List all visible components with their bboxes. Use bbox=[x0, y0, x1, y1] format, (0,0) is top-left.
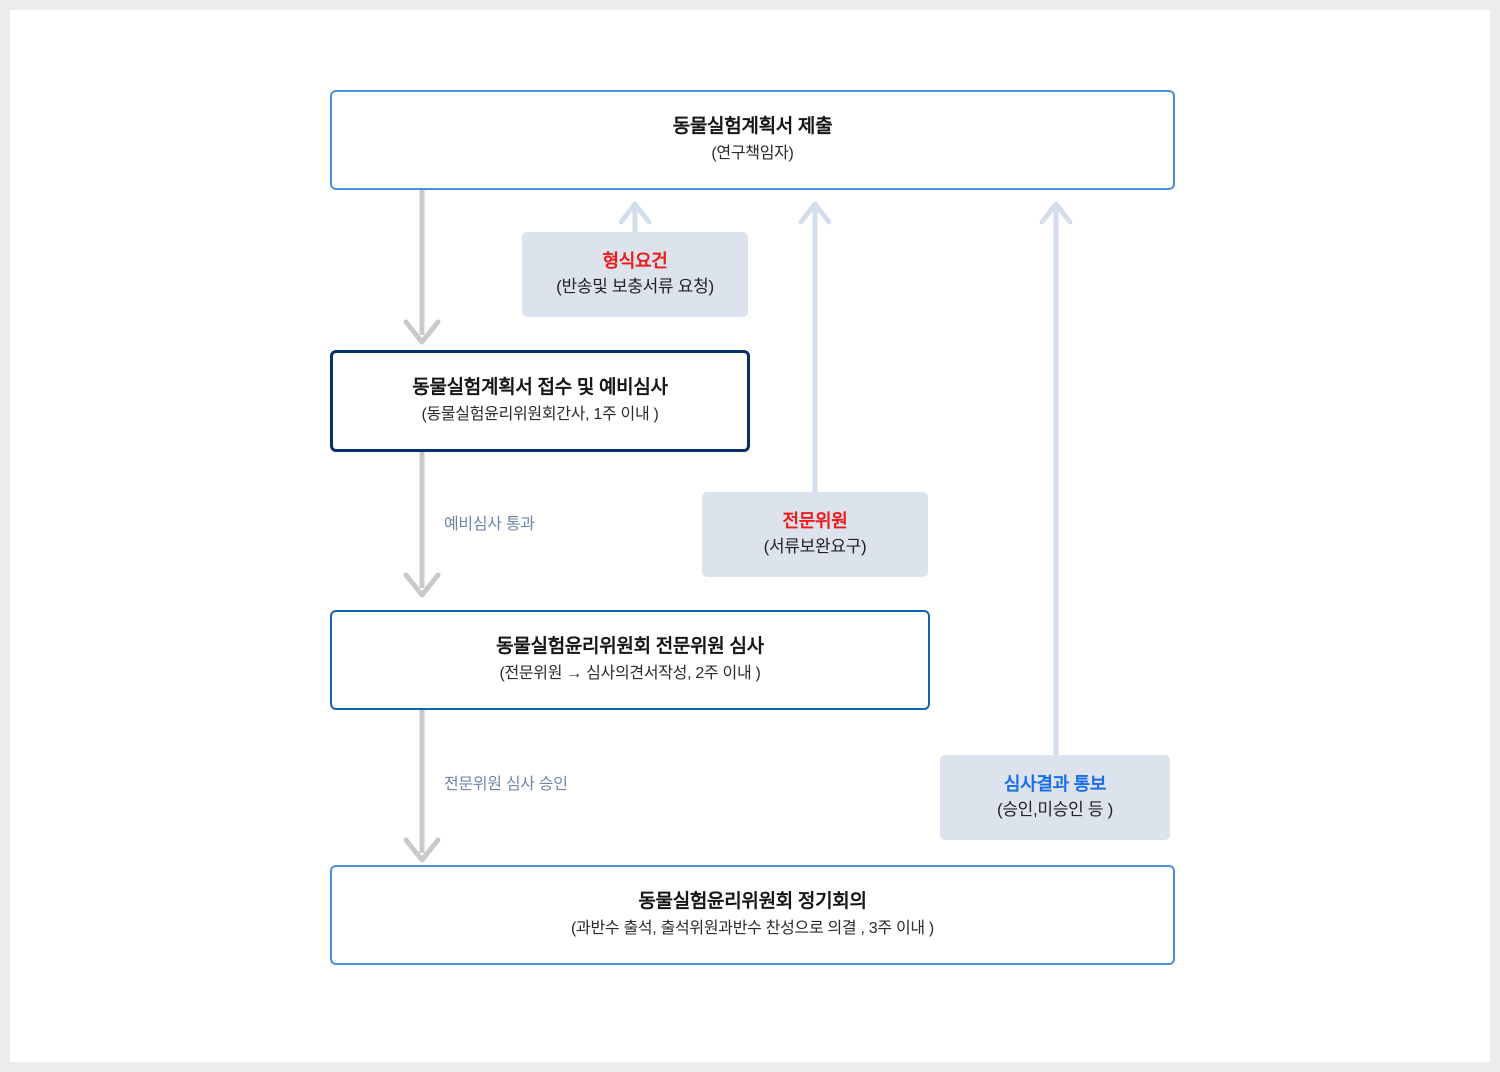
arrow-submit-to-receipt bbox=[403, 190, 441, 345]
node-expert-review[interactable]: 동물실험윤리위원회 전문위원 심사 (전문위원 → 심사의견서작성, 2주 이내… bbox=[330, 610, 930, 710]
node-submit-title: 동물실험계획서 제출 bbox=[672, 115, 833, 137]
note-review-result[interactable]: 심사결과 통보 (승인,미승인 등 ) bbox=[940, 755, 1170, 840]
note-review-result-subtitle: (승인,미승인 등 ) bbox=[996, 800, 1114, 820]
node-receipt-subtitle: (동물실험윤리위원회간사, 1주 이내 ) bbox=[421, 406, 659, 424]
note-expert-supplement[interactable]: 전문위원 (서류보완요구) bbox=[702, 492, 928, 577]
arrow-result-note-to-submit bbox=[1039, 201, 1073, 762]
node-regular-meeting[interactable]: 동물실험윤리위원회 정기회의 (과반수 출석, 출석위원과반수 찬성으로 의결 … bbox=[330, 865, 1175, 965]
flowchart-canvas: 동물실험계획서 제출 (연구책임자) 동물실험계획서 접수 및 예비심사 (동물… bbox=[10, 10, 1490, 1062]
edge-label-prelim-pass: 예비심사 통과 bbox=[444, 516, 535, 533]
note-review-result-title: 심사결과 통보 bbox=[1003, 773, 1107, 794]
node-submit[interactable]: 동물실험계획서 제출 (연구책임자) bbox=[330, 90, 1175, 190]
note-expert-supplement-subtitle: (서류보완요구) bbox=[763, 537, 867, 557]
arrow-expert-review-to-regular-meeting bbox=[403, 710, 441, 863]
node-expert-review-title: 동물실험윤리위원회 전문위원 심사 bbox=[496, 635, 764, 657]
arrow-expert-note-to-submit bbox=[798, 201, 832, 498]
node-expert-review-subtitle: (전문위원 → 심사의견서작성, 2주 이내 ) bbox=[499, 665, 761, 683]
edge-label-expert-approved: 전문위원 심사 승인 bbox=[444, 776, 568, 793]
node-regular-meeting-title: 동물실험윤리위원회 정기회의 bbox=[638, 890, 867, 912]
arrow-receipt-to-expert-review bbox=[403, 452, 441, 598]
node-receipt[interactable]: 동물실험계획서 접수 및 예비심사 (동물실험윤리위원회간사, 1주 이내 ) bbox=[330, 350, 750, 452]
node-regular-meeting-subtitle: (과반수 출석, 출석위원과반수 찬성으로 의결 , 3주 이내 ) bbox=[571, 920, 934, 938]
note-expert-supplement-title: 전문위원 bbox=[782, 510, 848, 531]
node-submit-subtitle: (연구책임자) bbox=[711, 145, 794, 163]
page-card: 동물실험계획서 제출 (연구책임자) 동물실험계획서 접수 및 예비심사 (동물… bbox=[10, 10, 1490, 1062]
note-format-requirement-title: 형식요건 bbox=[602, 250, 668, 271]
note-format-requirement-subtitle: (반송및 보충서류 요청) bbox=[556, 277, 714, 297]
node-receipt-title: 동물실험계획서 접수 및 예비심사 bbox=[412, 376, 668, 398]
note-format-requirement[interactable]: 형식요건 (반송및 보충서류 요청) bbox=[522, 232, 748, 317]
